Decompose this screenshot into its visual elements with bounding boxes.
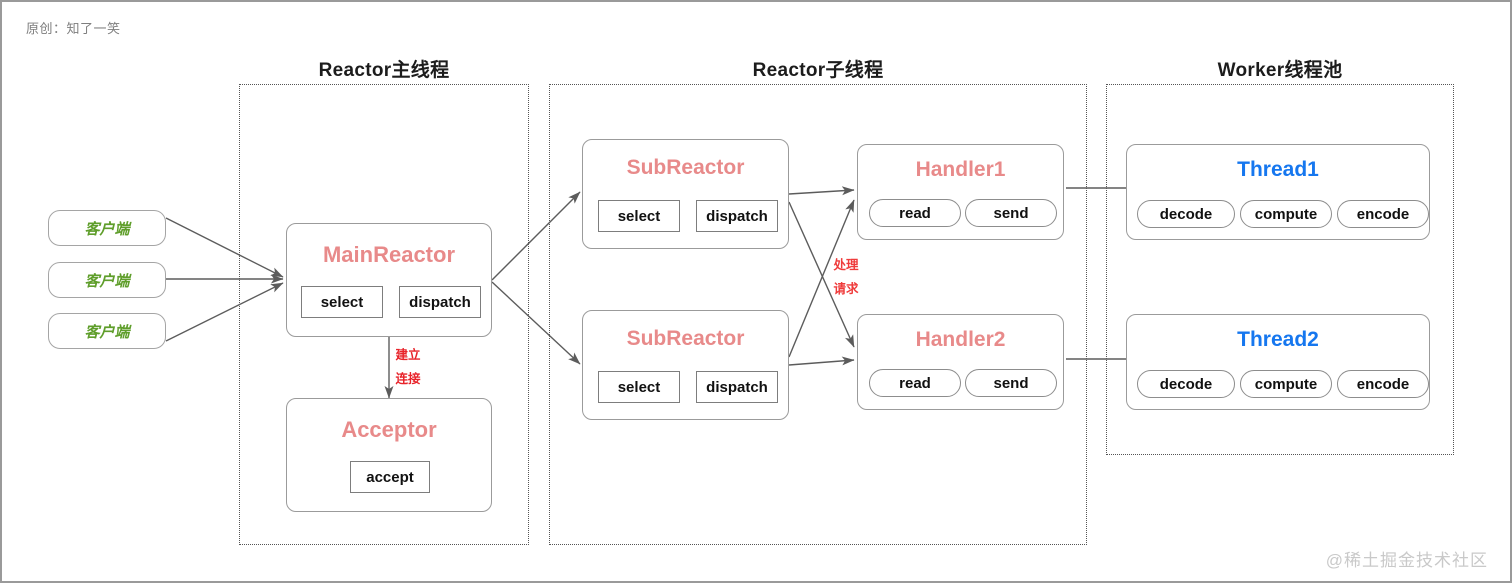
- lane-title-worker: Worker线程池: [1217, 60, 1343, 81]
- node-handler-2[interactable]: Handler2 read send: [857, 314, 1064, 410]
- node-sub-reactor-2[interactable]: SubReactor select dispatch: [582, 310, 789, 420]
- chip-decode[interactable]: decode: [1137, 200, 1235, 228]
- node-title-main-reactor: MainReactor: [322, 242, 456, 267]
- chip-compute[interactable]: compute: [1240, 370, 1332, 398]
- node-handler-1[interactable]: Handler1 read send: [857, 144, 1064, 240]
- node-thread-2[interactable]: Thread2 decode compute encode: [1126, 314, 1430, 410]
- mainreactor-to-subreactor-arrows: [491, 191, 581, 365]
- chip-select[interactable]: select: [598, 371, 680, 403]
- node-sub-reactor-1[interactable]: SubReactor select dispatch: [582, 139, 789, 249]
- node-title-handler-2: Handler2: [915, 328, 1006, 351]
- client-label: 客户端: [84, 220, 130, 238]
- edge-label-line-1: 建立: [395, 348, 421, 362]
- edge-label-establish-connection: 建立 连接: [368, 343, 448, 392]
- chip-select[interactable]: select: [301, 286, 383, 318]
- chip-send[interactable]: send: [965, 369, 1057, 397]
- lane-container-main: [239, 84, 529, 545]
- lane-title-main: Reactor主线程: [318, 60, 450, 81]
- chip-compute[interactable]: compute: [1240, 200, 1332, 228]
- node-thread-1[interactable]: Thread1 decode compute encode: [1126, 144, 1430, 240]
- node-main-reactor[interactable]: MainReactor select dispatch: [286, 223, 492, 337]
- chip-encode[interactable]: encode: [1337, 370, 1429, 398]
- chip-dispatch[interactable]: dispatch: [696, 371, 778, 403]
- chip-dispatch[interactable]: dispatch: [696, 200, 778, 232]
- node-title-handler-1: Handler1: [915, 158, 1006, 181]
- node-title-sub-reactor-2: SubReactor: [626, 327, 745, 350]
- subreactor-to-handler-arrows: [788, 186, 855, 366]
- node-title-sub-reactor-1: SubReactor: [626, 156, 745, 179]
- client-label: 客户端: [84, 272, 130, 290]
- chip-encode[interactable]: encode: [1337, 200, 1429, 228]
- client-box-3[interactable]: 客户端: [48, 313, 166, 349]
- chip-decode[interactable]: decode: [1137, 370, 1235, 398]
- node-acceptor[interactable]: Acceptor accept: [286, 398, 492, 512]
- chip-read[interactable]: read: [869, 369, 961, 397]
- chip-select[interactable]: select: [598, 200, 680, 232]
- watermark-bottom-right: @稀土掘金技术社区: [1325, 551, 1488, 570]
- watermark-top-left: 原创：知了一笑: [26, 21, 121, 36]
- client-to-mainreactor-arrows: [165, 217, 284, 342]
- lane-container-sub: [549, 84, 1087, 545]
- chip-read[interactable]: read: [869, 199, 961, 227]
- client-label: 客户端: [84, 323, 130, 341]
- edge-label-line-2: 连接: [395, 372, 421, 387]
- edge-label-handle-request: 处理 请求: [817, 253, 875, 302]
- node-title-thread-2: Thread2: [1237, 328, 1319, 351]
- node-title-acceptor: Acceptor: [341, 417, 437, 442]
- chip-dispatch[interactable]: dispatch: [399, 286, 481, 318]
- edge-label-line-2: 请求: [833, 282, 859, 297]
- node-title-thread-1: Thread1: [1237, 158, 1319, 181]
- client-box-2[interactable]: 客户端: [48, 262, 166, 298]
- lane-container-worker: [1106, 84, 1454, 455]
- edge-label-line-1: 处理: [833, 258, 859, 272]
- lane-title-sub: Reactor子线程: [752, 60, 884, 81]
- chip-send[interactable]: send: [965, 199, 1057, 227]
- client-box-1[interactable]: 客户端: [48, 210, 166, 246]
- chip-accept[interactable]: accept: [350, 461, 430, 493]
